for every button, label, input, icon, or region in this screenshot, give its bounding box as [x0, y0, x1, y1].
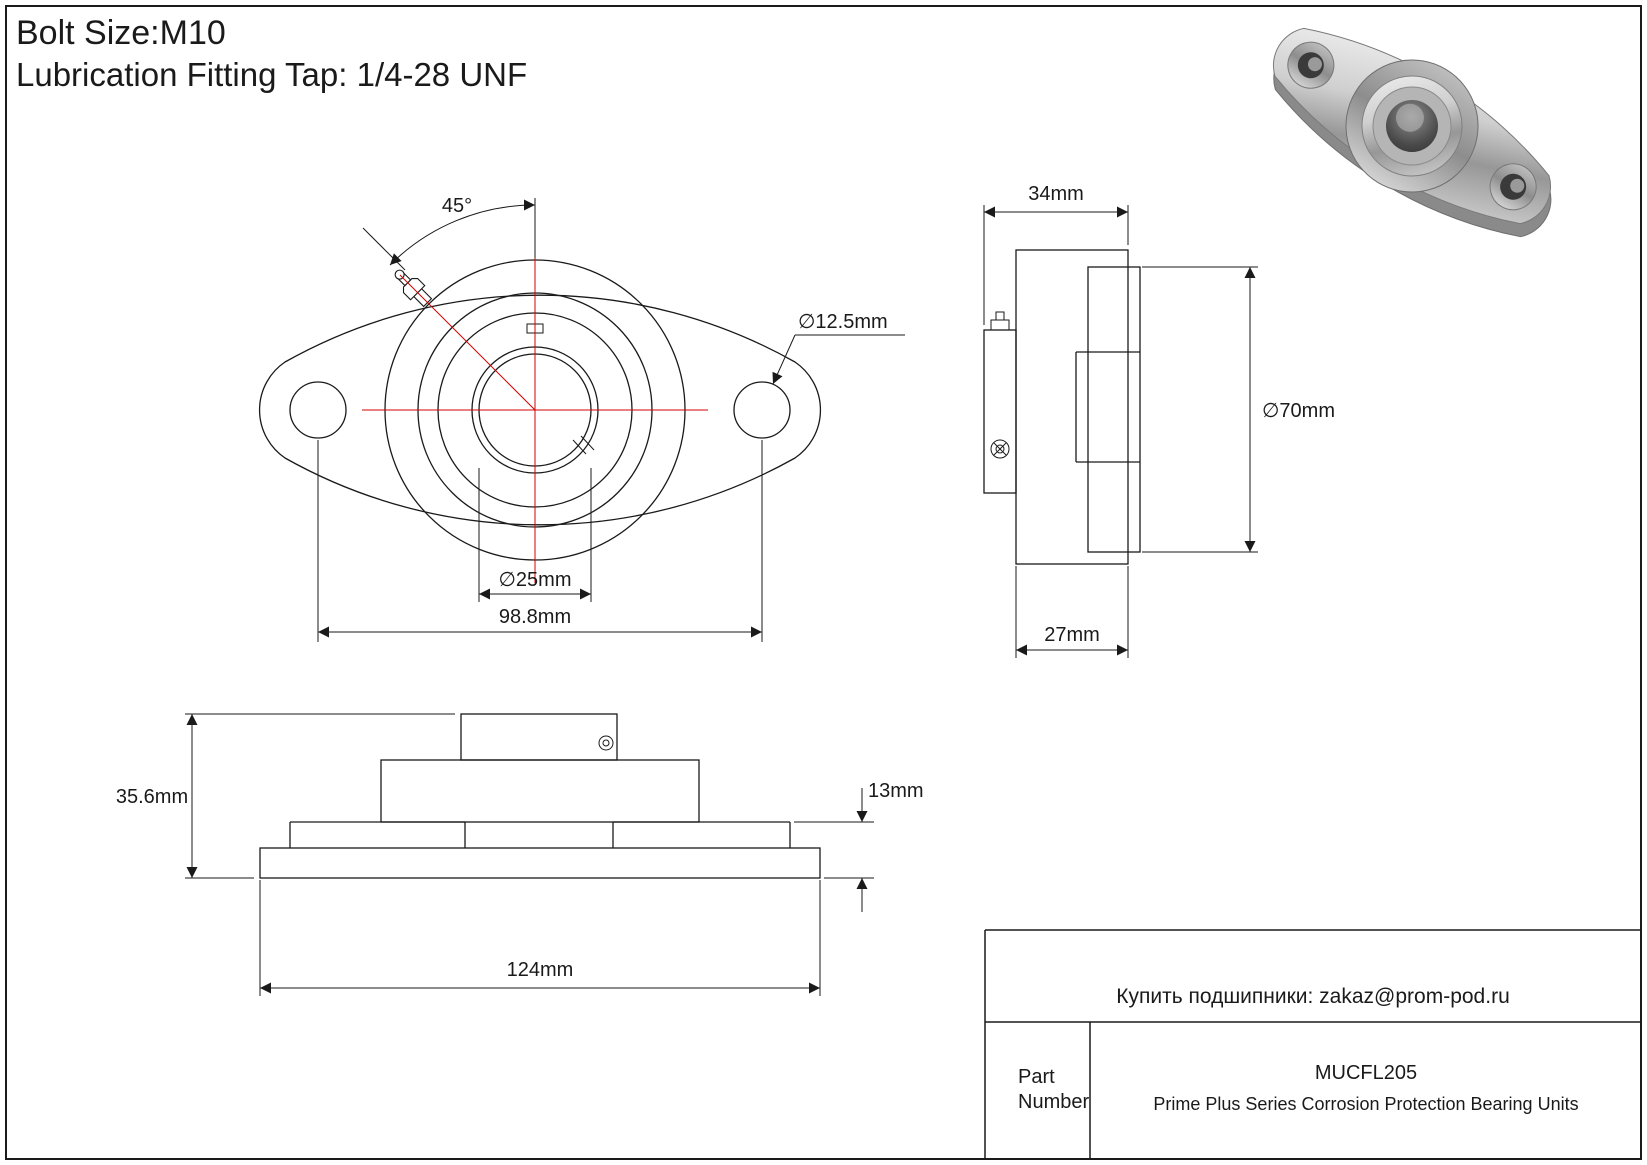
dim-bolt-hole-dia-label: ∅12.5mm — [798, 311, 888, 333]
side-grease-fitting — [990, 439, 1010, 459]
dim-angle-label: 45° — [442, 195, 472, 217]
side-view — [983, 249, 1141, 565]
dim-height-label: 35.6mm — [116, 786, 188, 808]
bolt-size-note: Bolt Size:M10 — [16, 14, 226, 52]
dim-housing-dia-label: ∅70mm — [1262, 400, 1335, 422]
dim-bore-dia-label: ∅25mm — [499, 569, 572, 591]
dim-bolt-spacing-label: 98.8mm — [499, 606, 571, 628]
centerlines — [362, 237, 708, 583]
bottom-flange-bar — [259, 847, 821, 879]
product-3d-render — [1272, 27, 1552, 238]
dim-side-width-label: 34mm — [1028, 183, 1084, 205]
dim-flange-thickness-label: 13mm — [868, 780, 924, 802]
side-bearing-ring — [1087, 266, 1141, 553]
side-inner-ring-step — [1075, 351, 1140, 463]
side-flange-strip — [983, 329, 1017, 494]
part-number-label-line2: Number — [1018, 1091, 1089, 1113]
front-view — [258, 237, 822, 583]
dim-base-depth-label: 27mm — [1044, 624, 1100, 646]
seal-notch-detail — [572, 435, 595, 455]
bottom-housing — [380, 759, 700, 823]
part-number-value: MUCFL205 — [1315, 1062, 1417, 1084]
lubrication-tap-note: Lubrication Fitting Tap: 1/4-28 UNF — [16, 56, 527, 93]
drawing-frame — [5, 5, 1642, 1160]
side-zerk-cap — [990, 311, 1010, 331]
header-notes: Bolt Size:M10 Lubrication Fitting Tap: 1… — [16, 14, 527, 93]
flange-outline — [258, 294, 822, 526]
front-view-dimensions — [317, 198, 905, 642]
dim-overall-length-label: 124mm — [507, 959, 574, 981]
title-block — [984, 929, 1641, 1159]
bottom-setscrew — [598, 735, 614, 751]
part-description: Prime Plus Series Corrosion Protection B… — [1153, 1094, 1578, 1114]
side-view-dimensions — [983, 205, 1258, 658]
side-housing-body — [1015, 249, 1129, 565]
bolt-hole-left — [289, 381, 347, 439]
bottom-view — [259, 713, 821, 879]
bottom-pads — [289, 821, 791, 848]
bottom-view-dimensions — [185, 713, 874, 996]
bolt-hole-right — [733, 381, 791, 439]
bottom-inner-ring — [460, 713, 618, 761]
part-number-label-line1: Part — [1018, 1066, 1055, 1088]
title-block-contact: Купить подшипники: zakaz@prom-pod.ru — [1116, 985, 1510, 1008]
